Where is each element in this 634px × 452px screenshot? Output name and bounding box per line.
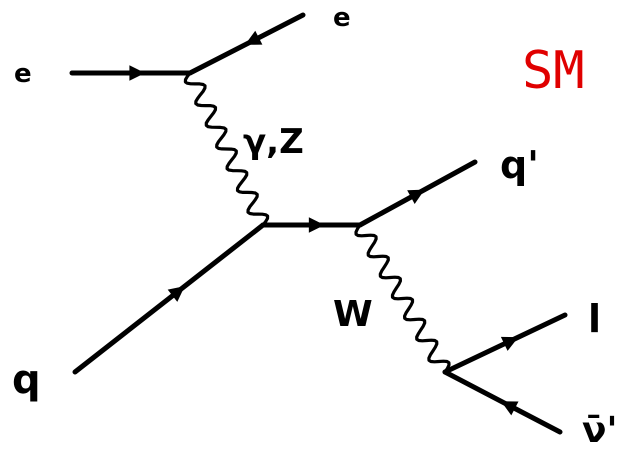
propagator-quark-arrow: [308, 217, 325, 233]
antineutrino-arrow: [501, 401, 519, 416]
incoming-quark-arrow: [167, 286, 185, 302]
label-antineutrino: ν̄': [582, 410, 618, 451]
label-outgoing-quark: q': [500, 143, 539, 187]
gamma-z-boson-line: [183, 71, 270, 227]
lepton-arrow: [500, 336, 519, 351]
label-w-boson: W: [333, 294, 373, 335]
label-outgoing-electron: e: [333, 3, 351, 33]
incoming-quark-line: [72, 222, 266, 375]
label-lepton: l: [588, 297, 601, 341]
w-boson-line: [354, 223, 451, 374]
outgoing-quark-arrow: [407, 189, 425, 204]
label-gamma-z: γ,Z: [243, 122, 304, 162]
label-incoming-electron: e: [14, 59, 32, 89]
label-incoming-quark: q: [12, 357, 41, 403]
incoming-electron-arrow: [129, 65, 146, 81]
diagram-title: SM: [522, 41, 585, 101]
outgoing-electron-arrow: [244, 30, 263, 45]
